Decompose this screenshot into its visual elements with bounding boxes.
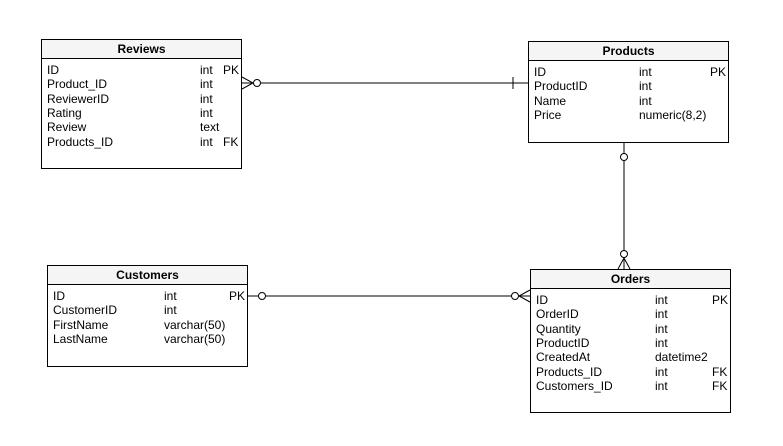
attribute-row[interactable]: Review text [42,120,241,134]
attribute-type: int [200,77,213,92]
attribute-row[interactable]: CreatedAt datetime2 [531,350,730,364]
attribute-name: Quantity [536,321,581,336]
attribute-name: Rating [47,105,82,120]
attribute-key: PK [229,289,246,303]
attribute-row[interactable]: ID int PK [48,289,247,303]
attribute-type: text [200,120,220,135]
attribute-row[interactable]: ReviewerID int [42,92,241,106]
attribute-key: FK [712,378,728,393]
attribute-name: Review [47,120,87,135]
attribute-key: PK [712,293,729,307]
attribute-row[interactable]: LastName varchar(50) [48,332,247,346]
attribute-type: int [200,105,213,120]
optional-circle-icon [258,292,266,300]
attribute-row[interactable]: CustomerID int [48,303,247,317]
relationship-products-orders [617,143,631,270]
entity-title: Customers [48,266,247,285]
attribute-key: PK [710,65,727,79]
optional-circle-icon [511,292,519,300]
attribute-row[interactable]: Products_ID int FK [531,365,730,379]
attribute-name: CreatedAt [536,350,591,365]
attribute-row[interactable]: Rating int [42,106,241,120]
attribute-type: datetime2 [655,350,708,365]
attribute-row[interactable]: FirstName varchar(50) [48,318,247,332]
entity-title: Products [529,42,728,61]
attribute-name: LastName [53,331,108,346]
relationship-customers-orders [248,289,531,303]
attribute-name: ID [534,65,546,79]
attribute-row[interactable]: ProductID int [529,79,728,93]
attribute-type: varchar(50) [164,331,226,346]
attribute-name: FirstName [53,317,109,332]
attribute-name: Name [534,93,567,108]
attribute-type: int [655,335,668,350]
attribute-row[interactable]: ID int PK [42,63,241,77]
attribute-type: int [655,293,668,307]
attribute-type: int [164,303,177,318]
attribute-type: int [655,321,668,336]
attribute-type: varchar(50) [164,317,226,332]
entity-title: Orders [531,270,730,289]
attribute-row[interactable]: Quantity int [531,322,730,336]
attribute-row[interactable]: Price numeric(8,2) [529,108,728,122]
attribute-name: ProductID [536,335,590,350]
attribute-row[interactable]: ID int PK [531,293,730,307]
attribute-row[interactable]: Products_ID int FK [42,135,241,149]
attribute-type: int [655,307,668,322]
attribute-key: PK [223,63,240,77]
attribute-row[interactable]: OrderID int [531,307,730,321]
attribute-type: int [639,93,652,108]
attribute-name: Price [534,107,562,122]
optional-circle-icon [620,153,628,161]
relationship-reviews-products [241,76,528,90]
attribute-name: Products_ID [47,134,114,149]
attribute-name: Product_ID [47,77,108,92]
attribute-key: FK [712,364,728,379]
attribute-type: int [200,91,213,106]
attribute-row[interactable]: ProductID int [531,336,730,350]
attribute-name: ID [47,63,59,77]
entity-title: Reviews [42,40,241,59]
attribute-type: numeric(8,2) [639,107,707,122]
attribute-name: ID [53,289,65,303]
attribute-type: int [639,79,652,94]
optional-circle-icon [253,79,261,87]
attribute-type: int [164,289,177,303]
attribute-name: Products_ID [536,364,603,379]
attribute-row[interactable]: Customers_ID int FK [531,379,730,393]
attribute-name: ReviewerID [47,91,110,106]
attribute-key: FK [223,134,239,149]
attribute-row[interactable]: Product_ID int [42,77,241,91]
attribute-name: CustomerID [53,303,118,318]
attribute-type: int [655,364,668,379]
attribute-name: ID [536,293,548,307]
attribute-type: int [639,65,652,79]
optional-circle-icon [620,250,628,258]
attribute-row[interactable]: ID int PK [529,65,728,79]
attribute-type: int [200,63,213,77]
attribute-name: OrderID [536,307,579,322]
attribute-name: ProductID [534,79,588,94]
attribute-type: int [200,134,213,149]
attribute-name: Customers_ID [536,378,613,393]
attribute-type: int [655,378,668,393]
attribute-row[interactable]: Name int [529,94,728,108]
